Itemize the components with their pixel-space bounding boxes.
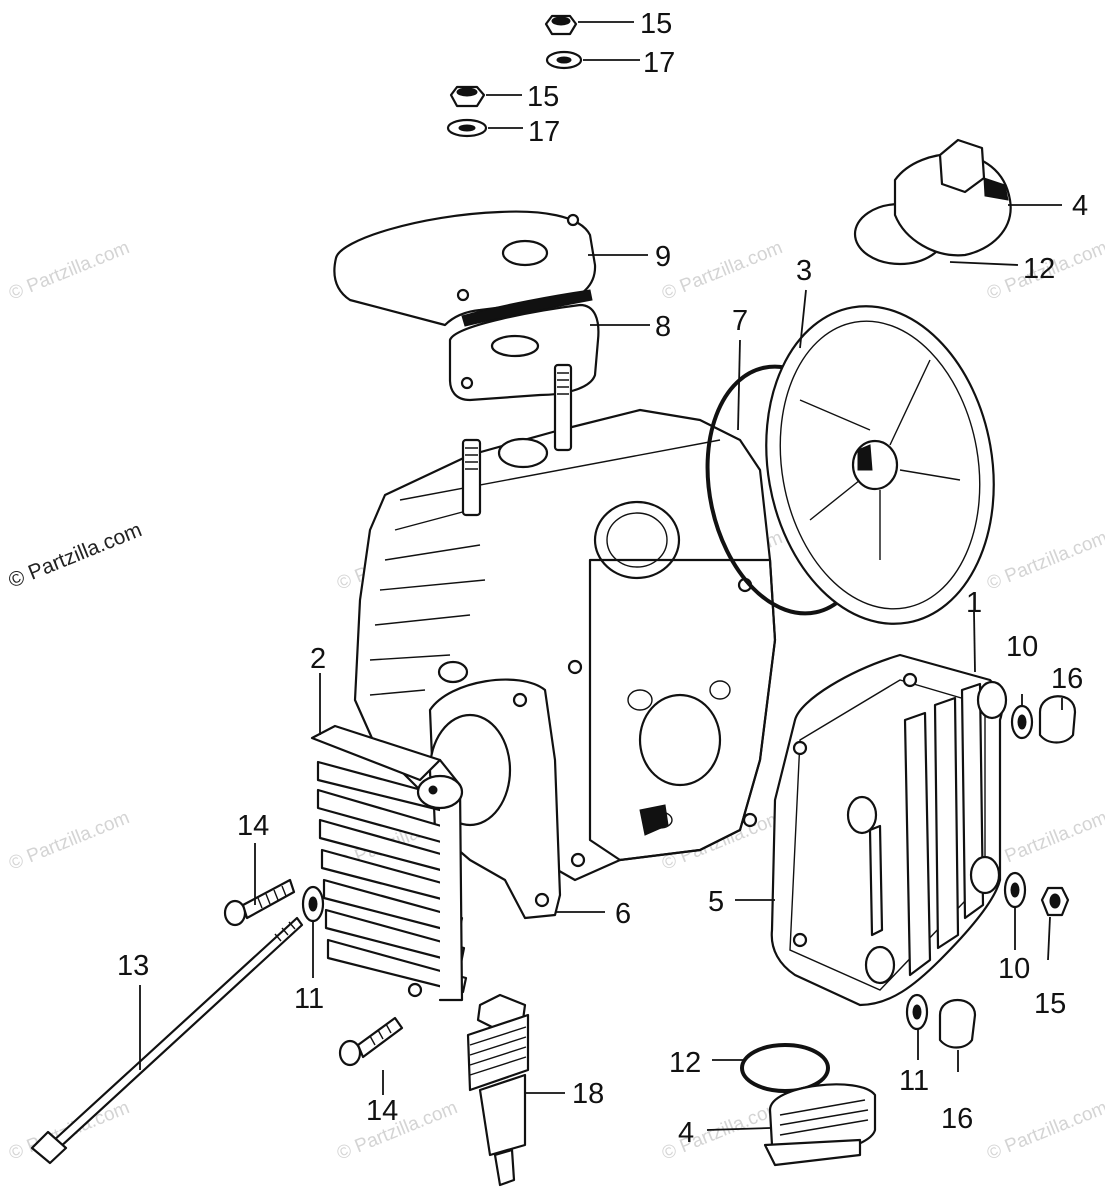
callout-17: 17: [643, 47, 675, 79]
watermark: © Partzilla.com: [5, 518, 145, 592]
stud-right: [553, 363, 573, 452]
callout-10: 10: [998, 953, 1030, 985]
washer-17-upper: [545, 50, 583, 70]
bolt-14-lower: [338, 1016, 404, 1067]
callout-15: 15: [1034, 988, 1066, 1020]
nut-15-right: [1040, 886, 1070, 917]
callout-12: 12: [1023, 253, 1055, 285]
callout-3: 3: [796, 255, 812, 287]
cap-nut-16-upper: [1038, 695, 1077, 744]
cooling-fins-2: [310, 724, 468, 1002]
callout-labels: 15 17 15 17 4 12 9 8 3 7 1 10 16 2 6 5 1…: [117, 8, 1088, 1149]
callout-4: 4: [678, 1117, 694, 1149]
oil-cap-4-upper: [853, 138, 1012, 266]
spark-plug-18: [466, 993, 530, 1187]
callout-11: 11: [294, 983, 324, 1015]
washer-11-left: [301, 885, 325, 923]
washer-17-lower: [446, 118, 488, 138]
nut-15-lower: [449, 85, 486, 108]
callout-13: 13: [117, 950, 149, 982]
washer-10-upper: [1010, 704, 1034, 740]
long-bolt-13: [30, 916, 304, 1165]
leader-lines: [139, 21, 1063, 1131]
callout-1: 1: [966, 587, 982, 619]
callout-16: 16: [941, 1103, 973, 1135]
callout-16: 16: [1051, 663, 1083, 695]
callout-8: 8: [655, 311, 671, 343]
callout-5: 5: [708, 886, 724, 918]
side-cover-3: [765, 305, 995, 625]
nut-15-upper: [544, 14, 578, 36]
watermark: © Partzilla.com: [6, 237, 133, 304]
callout-7: 7: [732, 305, 748, 337]
callout-4: 4: [1072, 190, 1088, 222]
washer-10-lower: [1003, 871, 1027, 909]
oil-cap-4-lower: [763, 1083, 877, 1167]
callout-12: 12: [669, 1047, 701, 1079]
cylinder-head: [353, 408, 777, 882]
valve-cover-5: [770, 653, 1008, 1007]
callout-9: 9: [655, 241, 671, 273]
washer-11-right: [905, 993, 929, 1031]
bolt-14-upper: [223, 878, 296, 927]
o-ring-12-lower: [740, 1043, 830, 1093]
callout-17: 17: [528, 116, 560, 148]
watermark: © Partzilla.com: [984, 807, 1105, 874]
callout-11: 11: [899, 1065, 929, 1097]
callout-18: 18: [572, 1078, 604, 1110]
watermark: © Partzilla.com: [659, 237, 786, 304]
watermark: © Partzilla.com: [984, 1097, 1105, 1164]
callout-15: 15: [527, 81, 559, 113]
watermark: © Partzilla.com: [984, 527, 1105, 594]
callout-10: 10: [1006, 631, 1038, 663]
stud-left: [461, 438, 482, 517]
intake-plate-9: [333, 210, 597, 327]
callout-6: 6: [615, 898, 631, 930]
callout-15: 15: [640, 8, 672, 40]
watermark: © Partzilla.com: [6, 807, 133, 874]
cap-nut-16-lower: [938, 999, 977, 1049]
callout-14: 14: [237, 810, 269, 842]
callout-2: 2: [310, 643, 326, 675]
callout-14: 14: [366, 1095, 398, 1127]
